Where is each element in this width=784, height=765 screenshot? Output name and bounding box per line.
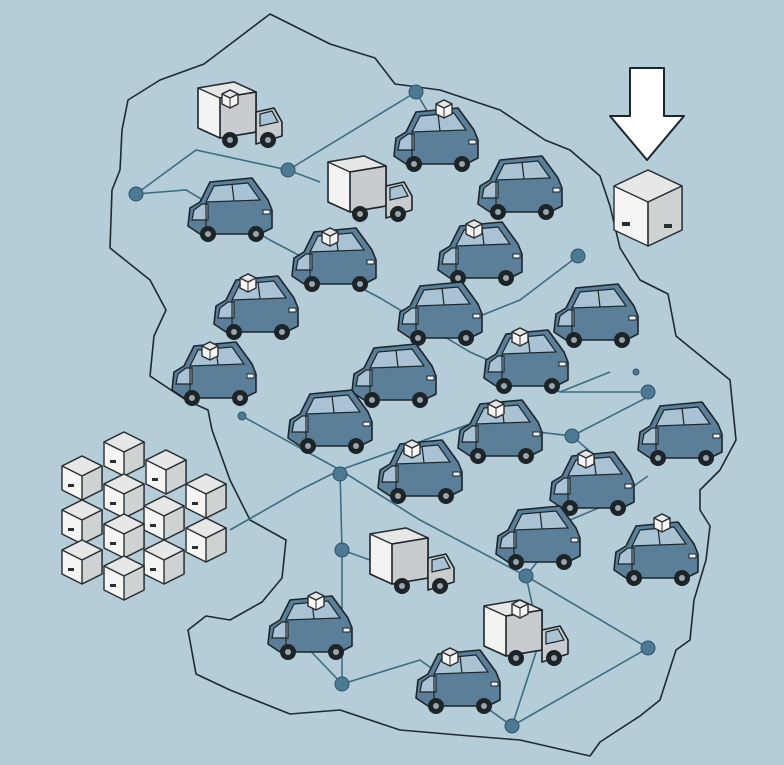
route-node [632, 368, 640, 376]
route-node [518, 568, 534, 584]
delivery-car [495, 505, 581, 571]
delivery-car [477, 155, 563, 221]
delivery-van [369, 527, 455, 595]
route-node [128, 186, 144, 202]
delivery-car [287, 389, 373, 455]
route-node [332, 466, 348, 482]
delivery-car [553, 283, 639, 349]
route-node [564, 428, 580, 444]
warehouse-box-stack [61, 431, 227, 601]
inbound-arrow-icon [609, 67, 685, 161]
route-node [280, 162, 296, 178]
route-node [640, 640, 656, 656]
route-node [237, 411, 247, 421]
delivery-van [327, 155, 413, 223]
delivery-car [351, 343, 437, 409]
delivery-car [187, 177, 273, 243]
delivery-car [613, 521, 699, 587]
route-nodes [128, 84, 656, 734]
incoming-package [613, 169, 683, 247]
delivery-van [197, 81, 283, 149]
delivery-car [637, 401, 723, 467]
route-node [570, 248, 586, 264]
delivery-car [397, 281, 483, 347]
route-node [504, 718, 520, 734]
route-node [334, 542, 350, 558]
route-node [408, 84, 424, 100]
delivery-car [393, 107, 479, 173]
route-node [334, 676, 350, 692]
route-node [640, 384, 656, 400]
